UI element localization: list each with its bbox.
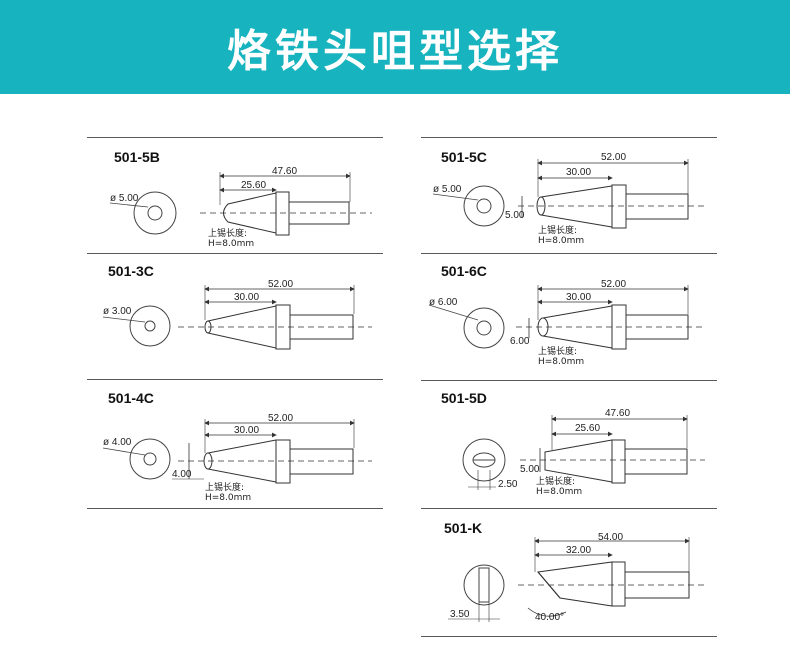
tip-501-5B: 501-5B ø 5.00 47.60 25.60 上锡长度: H=8.0mm bbox=[109, 149, 372, 249]
tip-title: 501-4C bbox=[108, 390, 154, 406]
tip-501-5D: 501-5D 2.50 47.60 25.60 5.00 上锡长度: H=8.0… bbox=[441, 390, 705, 497]
face-width: 5.00 bbox=[505, 210, 525, 221]
tip-title: 501-6C bbox=[441, 263, 487, 279]
divider bbox=[421, 636, 717, 637]
diameter-label: ø 5.00 bbox=[433, 184, 462, 195]
tip-501-6C: 501-6C ø 6.00 52.00 30.00 6.00 上锡长度: H=8… bbox=[428, 263, 705, 367]
tip-title: 501-5D bbox=[441, 390, 487, 406]
total-length: 54.00 bbox=[598, 532, 623, 543]
taper-length: 30.00 bbox=[566, 292, 591, 303]
blade-width: 2.50 bbox=[498, 479, 518, 490]
diameter-label: ø 4.00 bbox=[103, 437, 132, 448]
tin-note: 上锡长度: bbox=[538, 345, 577, 357]
tip-title: 501-3C bbox=[108, 263, 154, 279]
tin-value: H=8.0mm bbox=[538, 236, 584, 246]
face-width: 4.00 bbox=[172, 469, 192, 480]
divider bbox=[421, 137, 717, 138]
diameter-label: ø 3.00 bbox=[103, 306, 132, 317]
tin-value: H=8.0mm bbox=[538, 357, 584, 367]
diameter-label: ø 5.00 bbox=[110, 193, 139, 204]
taper-length: 25.60 bbox=[241, 180, 266, 191]
tin-note: 上锡长度: bbox=[536, 475, 575, 487]
tip-501-3C: 501-3C ø 3.00 52.00 30.00 bbox=[102, 263, 372, 350]
taper-length: 30.00 bbox=[566, 167, 591, 178]
total-length: 52.00 bbox=[268, 279, 293, 290]
total-length: 47.60 bbox=[605, 408, 630, 419]
tin-note: 上锡长度: bbox=[538, 224, 577, 236]
tin-note: 上锡长度: bbox=[208, 227, 247, 239]
tip-501-4C: 501-4C ø 4.00 52.00 30.00 4.00 上锡长度: H=8… bbox=[102, 390, 372, 503]
page-title: 烙铁头咀型选择 bbox=[227, 26, 563, 77]
tin-value: H=8.0mm bbox=[205, 493, 251, 503]
tin-value: H=8.0mm bbox=[208, 239, 254, 249]
divider bbox=[87, 379, 383, 380]
tin-value: H=8.0mm bbox=[536, 487, 582, 497]
taper-length: 25.60 bbox=[575, 423, 600, 434]
face-width: 6.00 bbox=[510, 336, 530, 347]
tip-title: 501-K bbox=[444, 520, 482, 536]
tin-note: 上锡长度: bbox=[205, 481, 244, 493]
total-length: 47.60 bbox=[272, 166, 297, 177]
divider bbox=[421, 253, 717, 254]
tip-501-5C: 501-5C ø 5.00 52.00 30.00 5.00 上锡长度: H=8… bbox=[432, 149, 705, 246]
bevel-angle: 40.00° bbox=[535, 612, 564, 623]
title-banner: 烙铁头咀型选择 bbox=[0, 0, 790, 94]
taper-length: 32.00 bbox=[566, 545, 591, 556]
divider bbox=[87, 253, 383, 254]
diameter-label: ø 6.00 bbox=[429, 297, 458, 308]
tip-title: 501-5C bbox=[441, 149, 487, 165]
total-length: 52.00 bbox=[601, 279, 626, 290]
face-width: 5.00 bbox=[520, 464, 540, 475]
taper-length: 30.00 bbox=[234, 425, 259, 436]
divider bbox=[87, 508, 383, 509]
taper-length: 30.00 bbox=[234, 292, 259, 303]
total-length: 52.00 bbox=[268, 413, 293, 424]
divider bbox=[87, 137, 383, 138]
tip-501-K: 501-K 3.50 54.00 32.00 40.00° bbox=[444, 520, 705, 623]
tip-title: 501-5B bbox=[114, 149, 160, 165]
divider bbox=[421, 380, 717, 381]
blade-width: 3.50 bbox=[450, 609, 470, 620]
divider bbox=[421, 508, 717, 509]
total-length: 52.00 bbox=[601, 152, 626, 163]
